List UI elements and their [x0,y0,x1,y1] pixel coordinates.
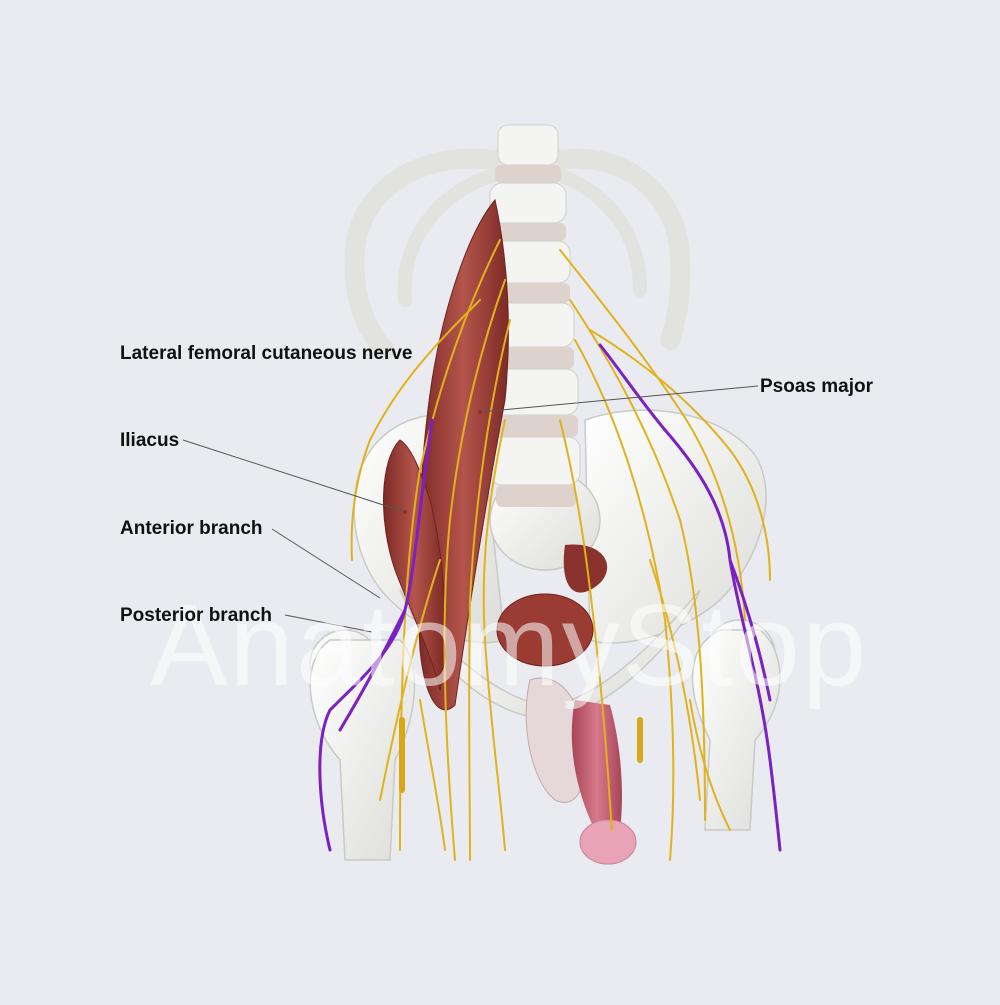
leader-lines [182,385,759,633]
leader-posterior-branch [284,614,373,633]
bladder [496,593,594,667]
lateral-femoral-cutaneous-nerve [318,343,782,852]
scrotum [525,677,587,803]
leader-dots [403,410,482,514]
femurs [309,619,781,861]
label-psoas-major: Psoas major [760,376,873,397]
leader-psoas-major [479,385,759,413]
ribs [344,148,691,360]
femoral-trunks [399,717,643,793]
right-femur [309,639,416,861]
label-lateral-femoral-cutaneous-nerve: Lateral femoral cutaneous nerve [120,343,413,364]
left-femur [691,629,781,831]
glans [579,819,637,865]
label-anterior-branch: Anterior branch [120,518,263,539]
pubic-arch [399,589,701,721]
genitalia [525,677,637,865]
label-posterior-branch: Posterior branch [120,605,273,626]
penis-shaft [571,700,622,830]
rectum [563,544,608,593]
leader-iliacus [182,439,406,513]
leader-anterior-branch [271,528,381,599]
label-iliacus: Iliacus [120,430,180,451]
